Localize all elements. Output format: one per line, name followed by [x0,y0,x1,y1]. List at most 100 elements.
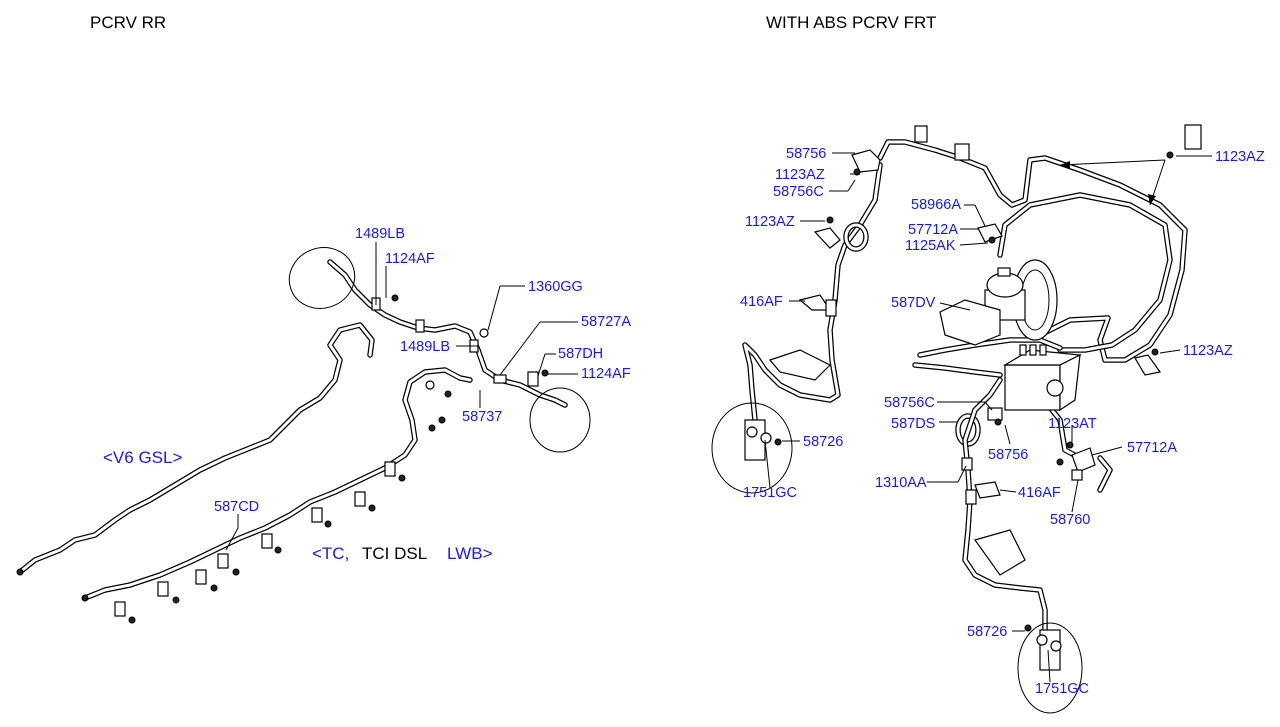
bracket-icon [1134,354,1162,376]
label-1310aa: 1310AA [875,475,927,491]
variant-tc: <TC, [312,544,349,563]
label-1751gc-top: 1751GC [743,485,797,501]
label-58726-bot: 58726 [967,624,1007,640]
hose-clip-icon [527,371,539,387]
left-brake-pipes [17,247,591,601]
fitting-icon [16,568,24,576]
label-1124af-mid: 1124AF [581,366,631,382]
title-abs-pcrv-frt: WITH ABS PCRV FRT [766,13,936,32]
detail-ellipse-left-right [529,387,591,453]
clip-icon [217,553,229,569]
brake-booster-assembly [939,259,1083,412]
label-416af-mid: 416AF [1018,485,1061,501]
right-parts [711,124,1202,714]
label-1123at: 1123AT [1048,416,1097,432]
label-57712a-mid: 57712A [1127,440,1177,456]
connector-icon [493,374,507,384]
fitting-icon [961,457,973,471]
bolt-icon [994,418,1002,426]
bracket-plate-icon [974,529,1026,576]
bolt-icon [1166,151,1174,159]
bolt-icon [324,520,332,528]
washer-icon [1036,634,1048,646]
bolt-icon [391,294,399,302]
reservoir-icon [986,272,1024,298]
bolt-icon [428,424,436,432]
right-leaders [764,152,1212,683]
label-1125ak: 1125AK [905,238,956,254]
detail-ellipse-right-top [711,402,793,494]
bracket-58966a-icon [977,223,1003,243]
hose-fitting-icon [965,489,977,505]
bolt-icon [128,616,136,624]
washer-icon [746,426,758,438]
bracket-plate-icon [768,349,832,381]
fitting-icon [81,594,89,602]
bolt-icon [1056,458,1064,466]
clip-icon [1184,124,1202,150]
bracket-58756-icon [987,407,1003,421]
bolt-icon [988,236,996,244]
bolt-icon [541,369,549,377]
label-587dh: 587DH [558,346,603,362]
variant-tci-dsl: TCI DSL [362,544,427,563]
label-57712a-top: 57712A [908,222,958,238]
bolt-icon [826,216,834,224]
clip-icon [261,533,273,549]
label-416af-top: 416AF [740,294,783,310]
washer-icon [1050,640,1062,652]
title-pcrv-rr: PCRV RR [90,13,166,32]
left-leaders [225,242,578,551]
clip-icon [114,601,126,617]
pipe-abs-lower [962,377,1048,633]
clip-icon [914,125,928,143]
label-58737: 58737 [462,409,502,425]
label-1123az-a: 1123AZ [775,167,825,183]
bolt-icon [774,438,782,446]
bolt-icon [1066,441,1074,449]
bracket-icon [813,227,841,249]
clip-icon [384,461,396,477]
clip-icon [311,507,323,523]
grommet-icon [479,328,489,338]
washer-icon [760,432,772,444]
label-587dv: 587DV [891,295,936,311]
clip-icon [954,143,970,161]
label-1123az-right-mid: 1123AZ [1183,343,1233,359]
label-1489lb-mid: 1489LB [400,339,450,355]
label-58966a: 58966A [911,197,961,213]
clip-icon [415,319,425,333]
label-58726-top: 58726 [803,434,843,450]
detail-ellipse-right-bottom [1017,622,1083,714]
bolt-icon [210,584,218,592]
clip-icon [157,581,169,597]
bolt-icon [1024,624,1032,632]
bracket-416af-icon [974,481,1001,499]
label-1123az-right-top: 1123AZ [1215,149,1265,165]
bolt-icon [438,416,446,424]
bolt-icon [368,504,376,512]
bolt-icon [1151,348,1159,356]
label-58756c-mid: 58756C [884,395,935,411]
label-58756-top: 58756 [786,146,826,162]
reservoir-cap-icon [997,267,1011,277]
variant-v6-gsl: <V6 GSL> [103,448,182,467]
hcu-abs-module-icon [1004,364,1061,411]
right-brake-pipes [742,139,1188,633]
label-1751gc-bot: 1751GC [1035,681,1089,697]
bolt-icon [398,474,406,482]
label-58756c-top: 58756C [773,184,824,200]
fitting-icon [425,380,435,390]
detail-ellipse-left-top [288,247,356,309]
label-587cd: 587CD [214,499,259,515]
label-1489lb-top: 1489LB [355,226,405,242]
label-58756-mid: 58756 [988,447,1028,463]
bolt-icon [444,390,452,398]
hose-fitting-icon [825,299,837,317]
bolt-icon [274,546,282,554]
bracket-plate-icon [939,299,1001,346]
label-1123az-b: 1123AZ [745,214,795,230]
label-1360gg: 1360GG [528,279,583,295]
